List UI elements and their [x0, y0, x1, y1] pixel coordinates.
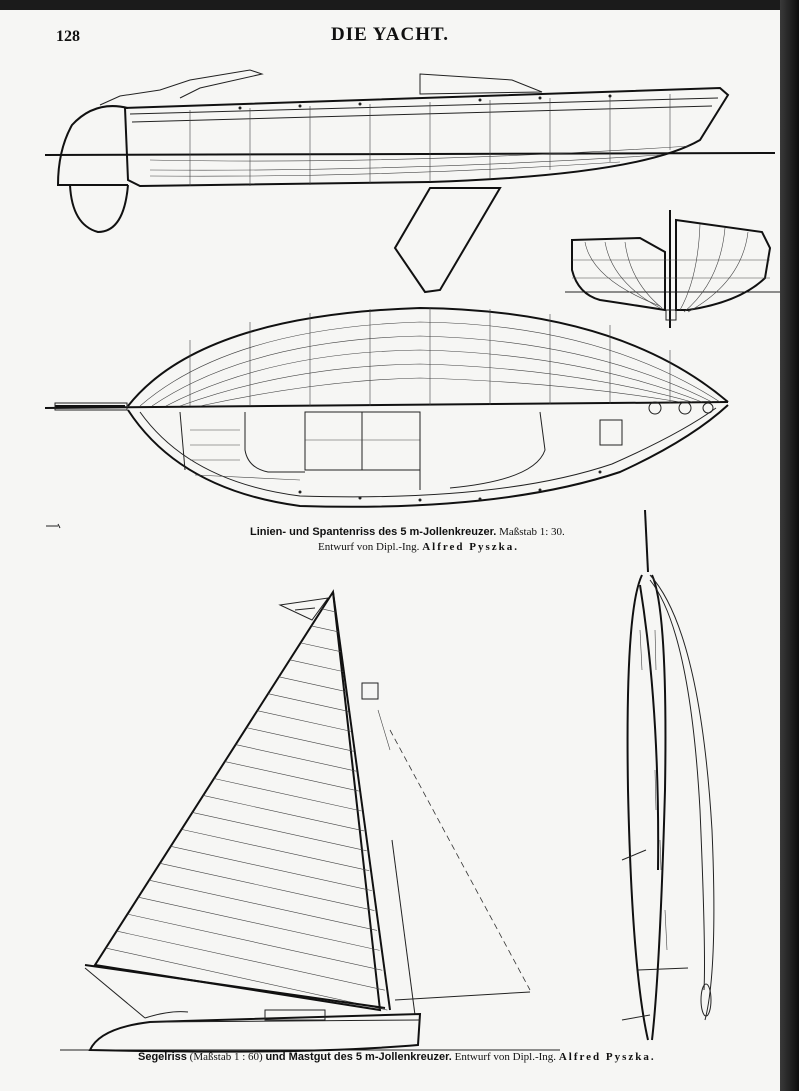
- sail-hatch-line: [105, 947, 388, 1011]
- sail-hatch-line: [159, 862, 375, 911]
- sail-hatch-line: [127, 913, 383, 971]
- sail-hatch-line: [224, 761, 359, 792]
- lines-plan-title: Linien- und Spantenriss des 5 m-Jollenkr…: [250, 526, 497, 538]
- sail-plan-scale: (Maßstab 1 : 60): [189, 1051, 263, 1063]
- sail-hatch-line: [192, 812, 367, 852]
- sail-plan-designer-name: Alfred Pyszka.: [558, 1051, 656, 1063]
- sail-hatch-line: [181, 829, 370, 872]
- lines-plan-designer-name: Alfred Pyszka.: [422, 541, 520, 553]
- sail-hatch-line: [322, 608, 336, 613]
- sail-hatch-line: [311, 625, 339, 633]
- sail-plan-title-b: und Mastgut des 5 m-Jollenkreuzer.: [265, 1051, 452, 1063]
- page-edge-shadow: [780, 0, 799, 1091]
- sail-plan-designer-prefix: Entwurf von Dipl.-Ing.: [454, 1051, 557, 1063]
- sail-hatch-line: [278, 676, 347, 692]
- sail-plan-caption: Segelriss (Maßstab 1 : 60) und Mastgut d…: [138, 1050, 656, 1065]
- lines-plan-caption-title: Linien- und Spantenriss des 5 m-Jollenkr…: [250, 525, 565, 540]
- running-head: DIE YACHT.: [330, 24, 450, 45]
- lines-plan-scale: Maßstab 1: 30.: [499, 526, 565, 538]
- sail-hatch-line: [203, 795, 365, 832]
- body-plan-drawing: [565, 210, 780, 328]
- technical-drawings: [44, 69, 780, 1053]
- sail-hatch-line: [138, 896, 380, 951]
- sail-hatch-line: [149, 879, 378, 931]
- page-number: 128: [56, 28, 80, 45]
- sail-hatch-line: [235, 744, 357, 772]
- sail-hatch-line: [116, 930, 385, 991]
- sail-hatch-line: [170, 846, 372, 891]
- sail-hatch-line: [289, 659, 344, 672]
- hull-profile-drawing: [44, 69, 776, 294]
- sail-hatch-line: [246, 727, 354, 752]
- sail-hatch-line: [268, 693, 349, 712]
- sail-hatch-line: [213, 778, 362, 812]
- lines-plan-designer-prefix: Entwurf von Dipl.-Ing.: [318, 541, 420, 553]
- sail-plan-title-a: Segelriss: [138, 1051, 187, 1063]
- mast-detail-drawing: [621, 509, 715, 1041]
- hull-plan-drawing: [44, 306, 729, 529]
- sail-hatch-line: [300, 642, 341, 653]
- lines-plan-caption-designer: Entwurf von Dipl.-Ing. Alfred Pyszka.: [318, 540, 519, 555]
- sail-hatch-line: [257, 710, 352, 732]
- magazine-page: 128 DIE YACHT.: [0, 10, 780, 1091]
- sail-plan-drawing: [60, 589, 560, 1053]
